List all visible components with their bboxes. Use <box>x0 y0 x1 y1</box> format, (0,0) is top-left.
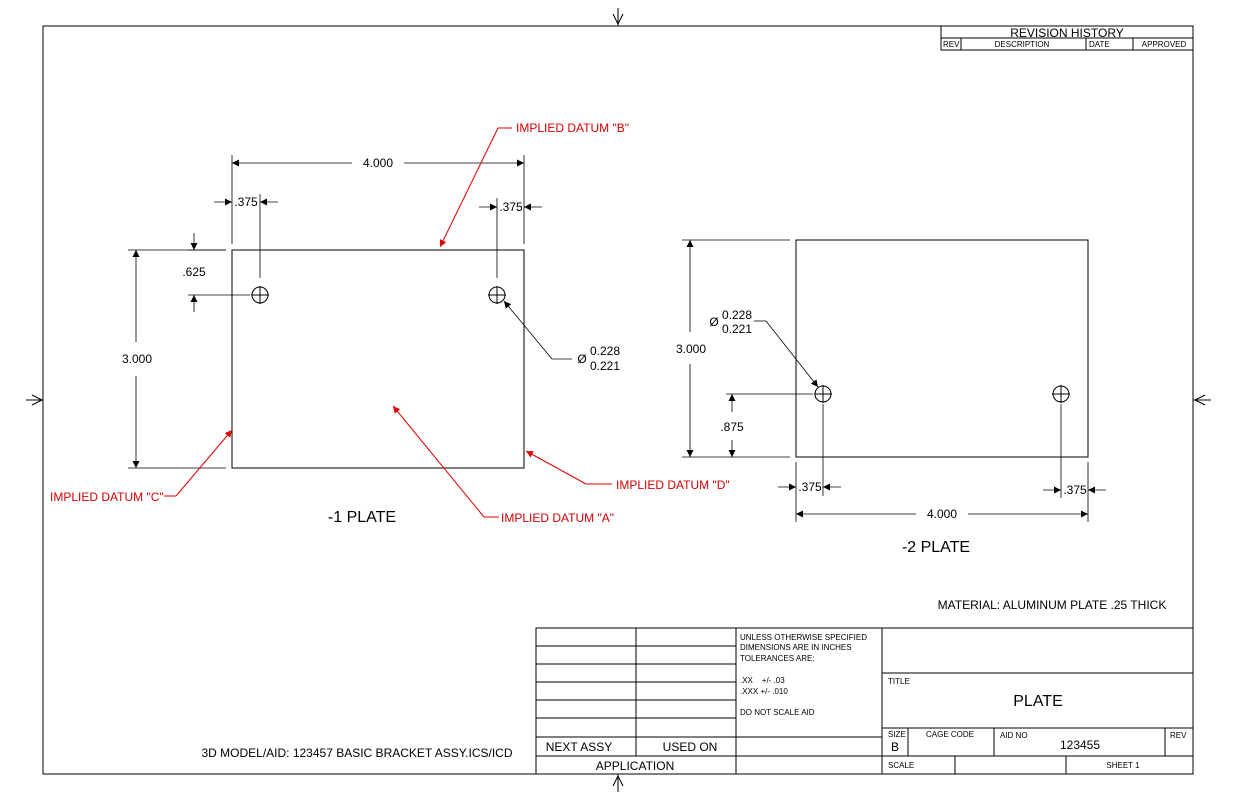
revision-history-block: REVISION HISTORY REV DESCRIPTION DATE AP… <box>940 25 1194 51</box>
plate-2-hole-right <box>1052 385 1070 403</box>
aid-number-value: 123455 <box>1060 738 1100 752</box>
sheet-label: SHEET 1 <box>1106 761 1140 770</box>
plate-2-bottom-offset-dimension: .875 <box>720 393 813 457</box>
used-on-label: USED ON <box>663 740 718 754</box>
next-assy-label: NEXT ASSY <box>546 740 612 754</box>
plate-2-bottom-offset-value: .875 <box>720 420 744 434</box>
material-note: MATERIAL: ALUMINUM PLATE .25 THICK <box>938 598 1167 612</box>
plate-1-width-dimension: 4.000 <box>231 155 525 244</box>
plate-1-diameter-symbol: Ø <box>577 352 586 366</box>
do-not-scale-note: DO NOT SCALE AID <box>740 708 815 717</box>
plate-1-diameter-min: 0.221 <box>590 359 620 373</box>
tolerance-xxx: .XXX +/- .010 <box>740 687 788 696</box>
datum-c-label: IMPLIED DATUM "C" <box>50 490 164 504</box>
revision-col-description: DESCRIPTION <box>995 40 1050 49</box>
plate-2-left-offset-dimension: .375 <box>778 404 841 496</box>
plate-1-top-offset-dimension: .625 <box>182 233 250 312</box>
revision-col-date: DATE <box>1089 40 1110 49</box>
plate-2-diameter-min: 0.221 <box>722 322 752 336</box>
revision-col-rev: REV <box>943 40 960 49</box>
plate-1-height-value: 3.000 <box>122 352 152 366</box>
plate-2-left-offset-value: .375 <box>798 480 822 494</box>
title-block: NEXT ASSY USED ON APPLICATION UNLESS OTH… <box>535 627 1194 775</box>
plate-1-height-dimension: 3.000 <box>122 249 226 469</box>
tolerance-line-2: DIMENSIONS ARE IN INCHES <box>740 643 852 652</box>
plate-1-right-offset-dimension: .375 <box>479 198 542 278</box>
revision-title: REVISION HISTORY <box>1010 26 1124 40</box>
size-value: B <box>891 740 899 754</box>
plate-1-left-offset-value: .375 <box>234 195 258 209</box>
datum-c-callout: IMPLIED DATUM "C" <box>50 429 233 504</box>
model-note: 3D MODEL/AID: 123457 BASIC BRACKET ASSY.… <box>201 746 512 760</box>
centering-marks <box>26 8 1211 792</box>
size-label: SIZE <box>888 730 906 739</box>
datum-a-callout: IMPLIED DATUM "A" <box>392 405 614 525</box>
plate-2-hole-callout: Ø 0.228 0.221 <box>709 308 819 388</box>
rev-label: REV <box>1170 731 1187 740</box>
plate-1-diameter-max: 0.228 <box>590 344 620 358</box>
application-label: APPLICATION <box>596 759 674 773</box>
aid-number-label: AID NO <box>1000 731 1028 740</box>
plate-2-diameter-max: 0.228 <box>722 308 752 322</box>
scale-label: SCALE <box>888 761 914 770</box>
tolerance-xx: .XX +/- .03 <box>740 676 785 685</box>
revision-col-approved: APPROVED <box>1142 40 1187 49</box>
plate-1-left-offset-dimension: .375 <box>214 194 278 278</box>
plate-1-right-offset-value: .375 <box>499 200 523 214</box>
plate-2-height-value: 3.000 <box>676 342 706 356</box>
datum-b-callout: IMPLIED DATUM "B" <box>439 121 629 248</box>
plate-2-label: -2 PLATE <box>902 539 970 556</box>
plate-2-outline <box>795 239 1089 458</box>
plate-2-right-offset-value: .375 <box>1063 483 1087 497</box>
plate-2-width-value: 4.000 <box>927 507 957 521</box>
plate-2-width-dimension: 4.000 <box>795 462 1089 522</box>
datum-a-label: IMPLIED DATUM "A" <box>501 511 614 525</box>
plate-1-hole-right <box>488 286 506 304</box>
datum-d-label: IMPLIED DATUM "D" <box>616 478 730 492</box>
tolerance-line-3: TOLERANCES ARE: <box>740 654 815 663</box>
datum-b-label: IMPLIED DATUM "B" <box>516 121 629 135</box>
tolerance-line-1: UNLESS OTHERWISE SPECIFIED <box>740 633 867 642</box>
plate-1-label: -1 PLATE <box>328 509 396 526</box>
cage-code-label: CAGE CODE <box>926 730 974 739</box>
plate-1-view: 4.000 .375 .375 .625 <box>122 155 620 526</box>
drawing-border <box>42 25 1194 775</box>
plate-2-hole-left <box>814 385 832 403</box>
plate-1-top-offset-value: .625 <box>182 265 206 279</box>
drawing-title: PLATE <box>1013 693 1063 710</box>
plate-1-width-value: 4.000 <box>363 156 393 170</box>
plate-1-hole-callout: Ø 0.228 0.221 <box>503 300 620 373</box>
title-label: TITLE <box>888 677 910 686</box>
plate-2-view: 3.000 .875 4.000 .375 <box>676 239 1106 556</box>
plate-2-diameter-symbol: Ø <box>709 315 718 329</box>
plate-2-right-offset-dimension: .375 <box>1043 404 1106 498</box>
plate-2-height-dimension: 3.000 <box>676 239 790 458</box>
plate-1-outline <box>231 249 525 469</box>
datum-d-callout: IMPLIED DATUM "D" <box>525 450 730 492</box>
plate-1-hole-left <box>251 286 269 304</box>
